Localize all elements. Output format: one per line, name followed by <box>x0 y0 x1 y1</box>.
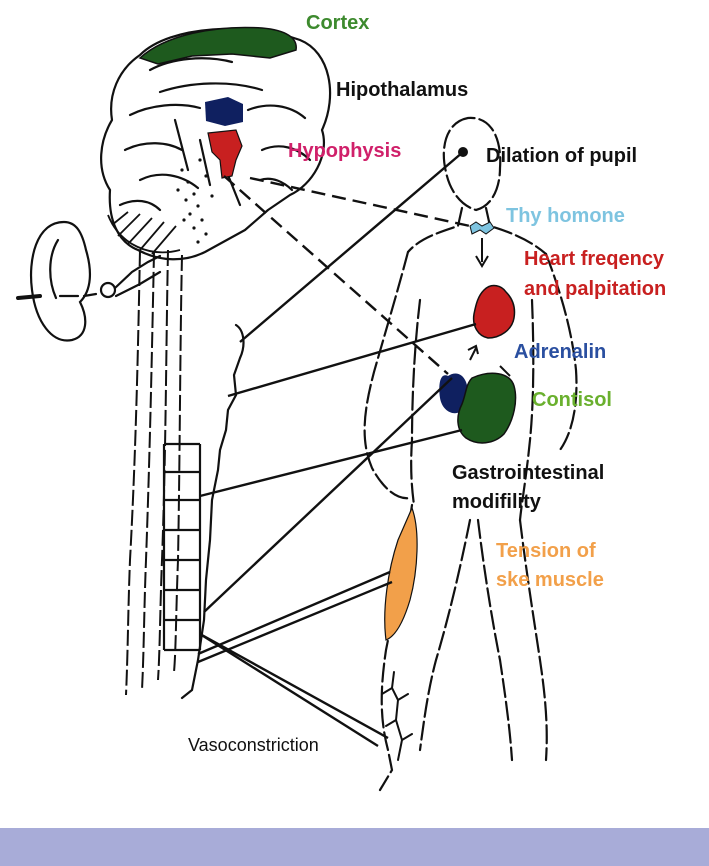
dilation-of-pupil-label: Dilation of pupil <box>486 143 637 170</box>
contisol-label: Contisol <box>532 387 612 414</box>
cortex-label: Cortex <box>306 10 369 37</box>
heart-label-line2: and palpitation <box>524 276 666 303</box>
pituitary-adrenal-link <box>224 176 448 374</box>
adrenalin-label: Adrenalin <box>514 339 606 366</box>
torso-left <box>411 300 420 505</box>
hypophysis-label: Hypophysis <box>288 138 401 165</box>
footer-band <box>0 828 709 866</box>
tension-label-line1: Tension of <box>496 538 596 565</box>
gastrointestinal-label-line1: Gastrointestinal <box>452 460 604 487</box>
tension-label-line2: ske muscle <box>496 567 604 594</box>
sympathetic-chain-ladder <box>164 444 200 650</box>
vasoconstriction-connector-a <box>200 634 388 738</box>
hormone-dashed-lines <box>224 176 470 374</box>
hipothalamus-label: Hipothalamus <box>336 77 468 104</box>
skeletal-muscle-region <box>385 508 417 640</box>
left-inner-leg <box>420 520 470 750</box>
heart-connector <box>228 324 476 396</box>
vasoconstriction-connector-b <box>200 634 378 746</box>
muscle-connector-a <box>198 572 390 654</box>
heart-label-line1: Heart freqency <box>524 246 664 273</box>
left-arm-outline <box>365 252 410 498</box>
hypothalamus-region <box>205 97 243 126</box>
vasoconstriction-label: Vasoconstriction <box>188 732 319 759</box>
hypophysis-region <box>208 130 242 178</box>
thyroid-region <box>470 222 494 234</box>
gi-connector <box>200 430 462 496</box>
gastrointestinal-label-line2: modifility <box>452 489 541 516</box>
thy-homone-label: Thy homone <box>506 203 625 230</box>
heart-region <box>474 286 515 338</box>
pituitary-thyroid-link <box>250 178 470 226</box>
pupil-connector <box>240 152 463 342</box>
connector-lines <box>198 152 476 746</box>
cerebellum-region <box>108 212 180 254</box>
